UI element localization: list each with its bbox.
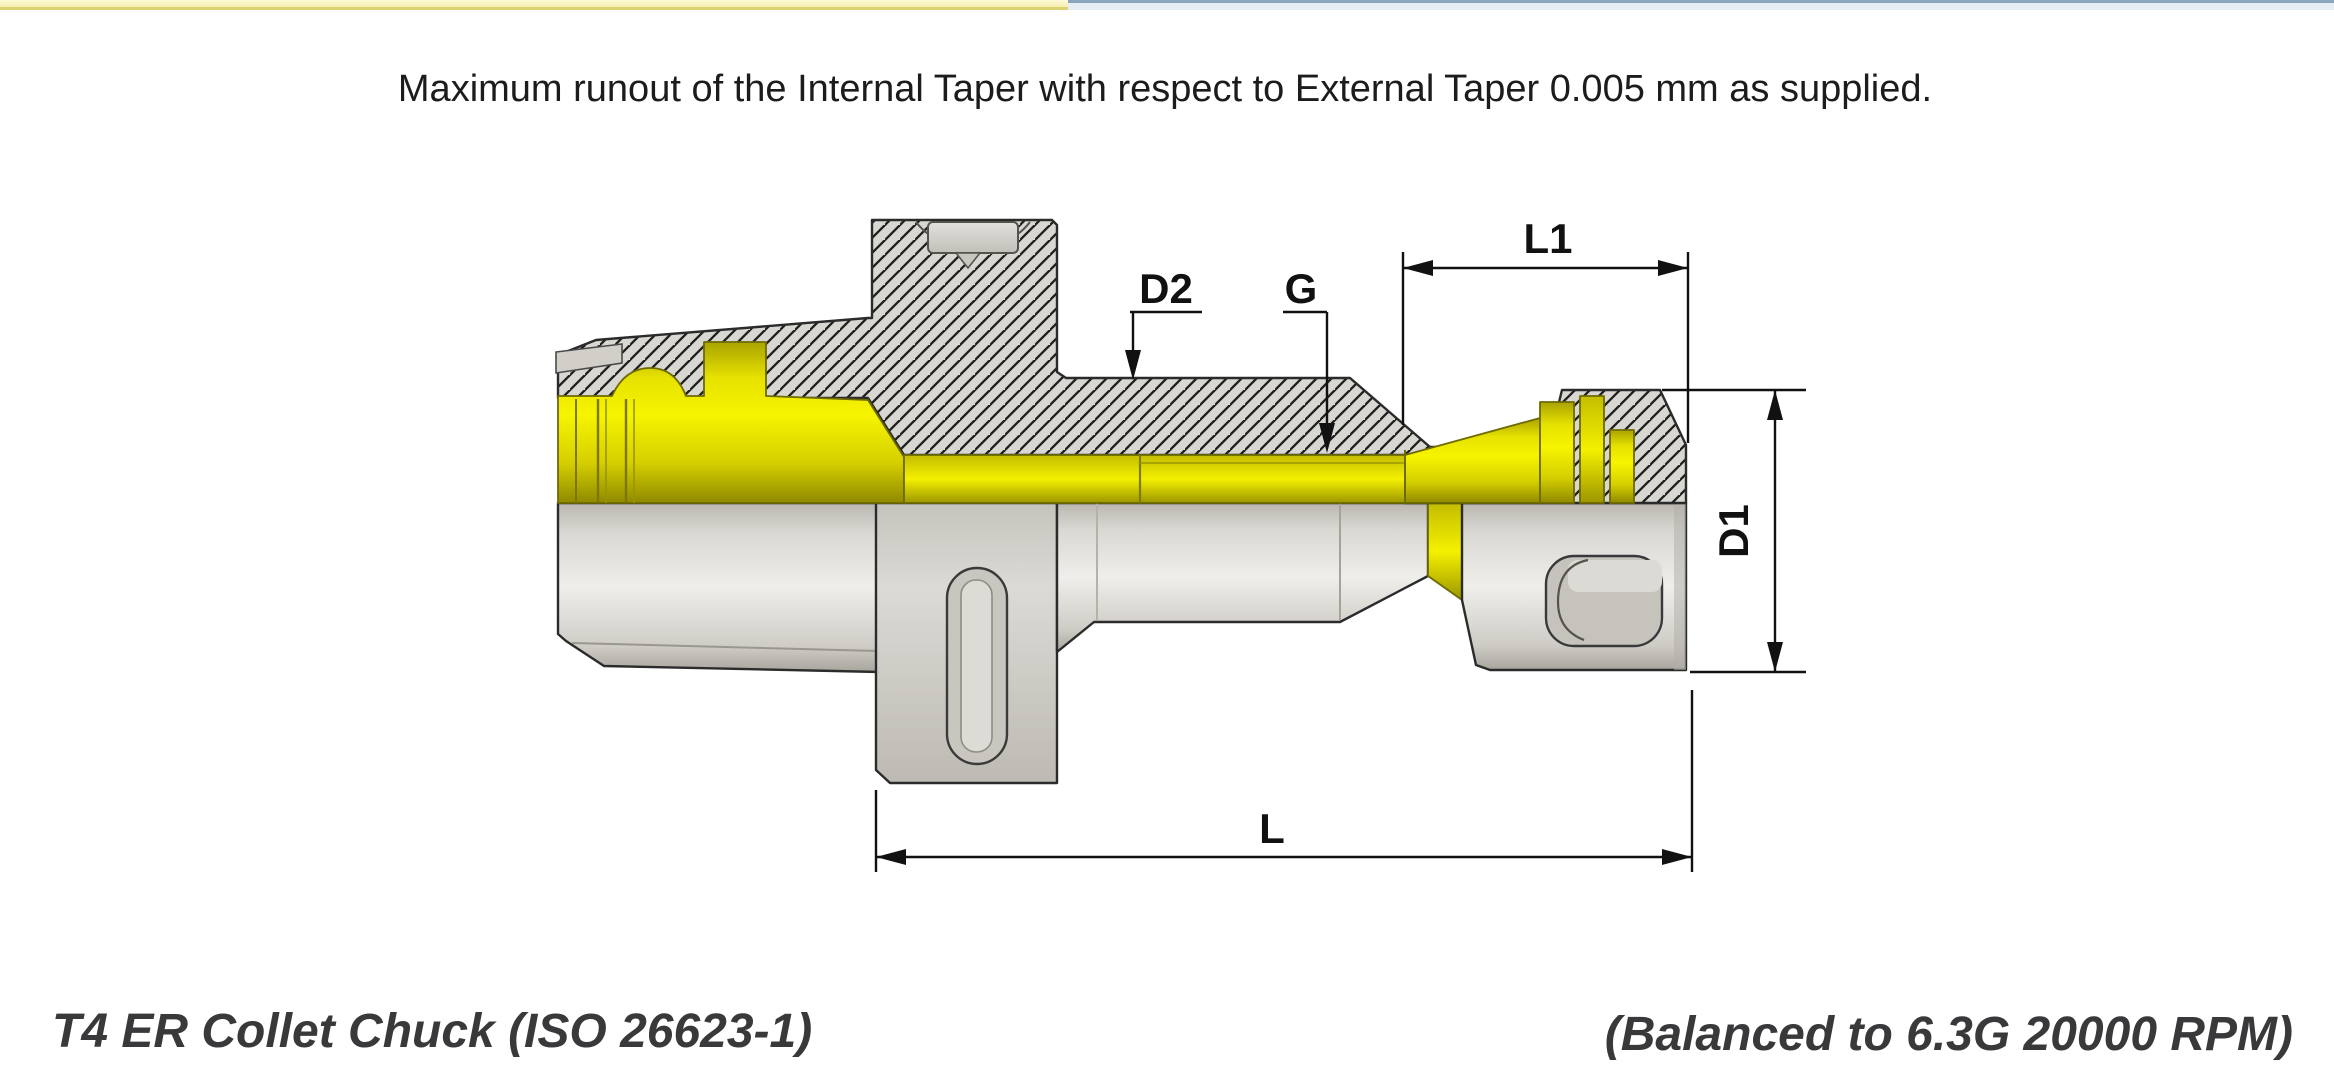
dim-l1: L1	[1401, 215, 1690, 443]
taper-bore-gold	[557, 341, 905, 504]
neck-exterior	[1055, 501, 1430, 654]
footer-right-title: (Balanced to 6.3G 20000 RPM)	[1605, 1008, 2293, 1061]
dim-label-d1: D1	[1710, 504, 1757, 558]
dim-label-l: L	[1259, 805, 1285, 852]
dim-label-d2: D2	[1139, 265, 1193, 312]
dimensions: D2 G L1 D1	[874, 215, 1806, 872]
collet-ring	[1609, 429, 1635, 504]
shank-tip-facet	[555, 343, 623, 374]
dim-d1: D1	[1662, 388, 1806, 674]
runout-note: Maximum runout of the Internal Taper wit…	[398, 68, 1932, 110]
dim-g: G	[1283, 265, 1335, 453]
section-top-half	[555, 218, 1688, 505]
collet-ring	[1579, 395, 1605, 504]
dim-label-g: G	[1285, 265, 1318, 312]
gold-cone-exterior	[1427, 502, 1463, 601]
collet-ring	[1539, 401, 1575, 504]
header-strip-yellow	[0, 0, 1068, 10]
dim-l: L	[874, 690, 1694, 872]
exterior-bottom-half	[556, 501, 1688, 785]
collet-cone-gold	[1404, 417, 1541, 504]
footer-left-title: T4 ER Collet Chuck (ISO 26623-1)	[52, 1005, 812, 1058]
dim-label-l1: L1	[1523, 215, 1572, 262]
nut-wrench-notch	[1544, 554, 1664, 648]
header-strip-blue	[1068, 0, 2334, 10]
dim-d2: D2	[1125, 265, 1202, 380]
coolant-insert	[915, 221, 1031, 270]
gold-interior-surfaces	[557, 341, 1635, 504]
